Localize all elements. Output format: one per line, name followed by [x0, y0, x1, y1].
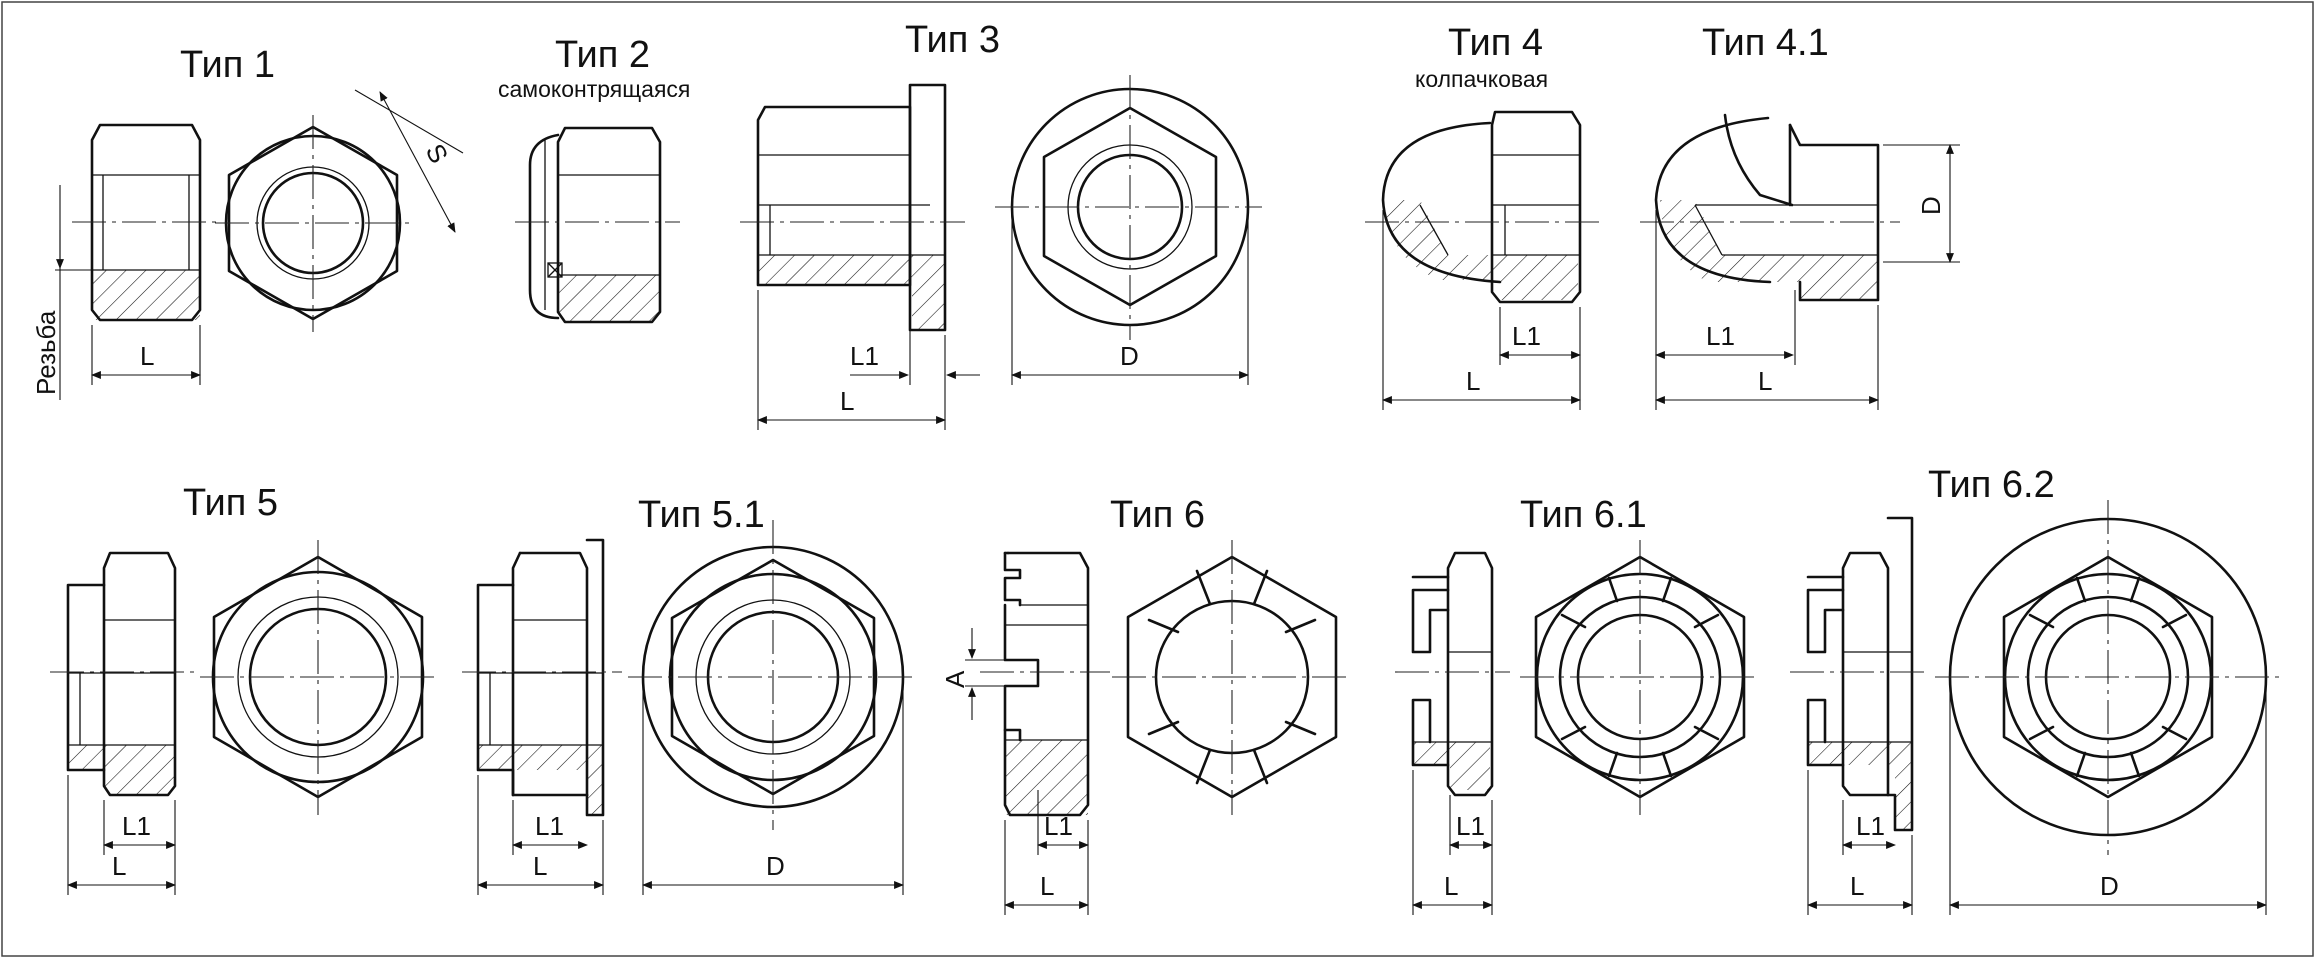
title-type-6: Тип 6: [1110, 494, 1205, 536]
title-type-5-1: Тип 5.1: [638, 494, 765, 536]
dim-thread-label: Резьба: [31, 310, 61, 395]
type-6-group: Тип 6: [940, 494, 1352, 915]
title-type-3: Тип 3: [905, 19, 1000, 61]
dim-l-type-6: L: [1040, 871, 1054, 901]
subtitle-type-2: самоконтрящаяся: [498, 76, 690, 102]
type-3-front-view: [995, 75, 1262, 340]
type-6-2-group: Тип 6.2: [1790, 464, 2282, 915]
dim-l1-type-6: L1: [1044, 811, 1073, 841]
dim-l1-type-6-1: L1: [1456, 811, 1485, 841]
type-4-dimensions: L L1: [1382, 210, 1581, 410]
title-type-5: Тип 5: [183, 482, 278, 524]
type-1-group: Тип 1 L Резьба: [31, 44, 464, 400]
dim-a-type-6: A: [940, 670, 970, 688]
type-3-dimensions: L L1 D: [757, 212, 1249, 430]
type-4-side-view: [1365, 110, 1600, 304]
title-type-2: Тип 2: [555, 34, 650, 76]
dim-d-type-5-1: D: [766, 851, 785, 881]
type-5-dimensions: L L1: [67, 775, 176, 895]
type-5-1-side-view: [462, 538, 622, 817]
dim-l-type-3: L: [840, 386, 854, 416]
type-6-1-dimensions: L L1: [1412, 770, 1493, 915]
type-6-1-front-view: [1520, 540, 1760, 815]
title-type-1: Тип 1: [180, 44, 275, 86]
type-6-side-view: [980, 551, 1110, 817]
dim-l-type-5: L: [112, 851, 126, 881]
dim-d-type-3: D: [1120, 341, 1139, 371]
dim-l-type-6-1: L: [1444, 871, 1458, 901]
type-4-1-group: Тип 4.1 L L1 D: [1640, 22, 1960, 410]
type-2-group: Тип 2 самоконтрящаяся: [498, 34, 690, 324]
dim-l1-type-5: L1: [122, 811, 151, 841]
title-type-6-1: Тип 6.1: [1520, 494, 1647, 536]
title-type-4-1: Тип 4.1: [1702, 22, 1829, 64]
type-6-2-front-view: [1935, 500, 2282, 855]
type-6-2-dimensions: L L1 D: [1807, 682, 2267, 915]
type-5-side-view: [50, 551, 195, 797]
title-type-6-2: Тип 6.2: [1928, 464, 2055, 506]
dim-l-type-1: L: [140, 341, 154, 371]
type-5-front-view: [200, 540, 438, 815]
type-6-front-view: [1112, 540, 1352, 815]
dim-l1-type-6-2: L1: [1856, 811, 1885, 841]
dim-l1-type-5-1: L1: [535, 811, 564, 841]
type-6-2-side-view: [1790, 516, 1930, 832]
dim-l-type-5-1: L: [533, 851, 547, 881]
dim-l1-type-4-1: L1: [1706, 321, 1735, 351]
type-6-1-group: Тип 6.1: [1395, 494, 1760, 915]
type-5-1-front-view: [628, 520, 918, 830]
type-4-1-side-view: [1640, 113, 1900, 302]
type-6-1-side-view: [1395, 551, 1510, 797]
dim-l-type-4-1: L: [1758, 366, 1772, 396]
type-4-group: Тип 4 колпачковая L L1: [1365, 22, 1600, 410]
type-4-1-dimensions: L L1 D: [1655, 144, 1960, 410]
type-3-side-view: [740, 83, 965, 332]
dim-l1-type-3: L1: [850, 341, 879, 371]
dim-l1-type-4: L1: [1512, 321, 1541, 351]
type-3-group: Тип 3 L L1: [740, 19, 1262, 430]
dim-s-type-1: S: [420, 139, 455, 168]
dim-l-type-4: L: [1466, 366, 1480, 396]
subtitle-type-4: колпачковая: [1415, 66, 1548, 92]
type-5-1-dimensions: L L1 D: [477, 682, 904, 895]
type-1-front-view: [215, 115, 415, 332]
dim-d-type-4-1: D: [1916, 196, 1946, 215]
type-6-dimensions: L L1 A: [940, 628, 1089, 915]
dim-d-type-6-2: D: [2100, 871, 2119, 901]
title-type-4: Тип 4: [1448, 22, 1543, 64]
type-1-dimensions: L Резьба S: [31, 89, 464, 400]
type-5-group: Тип 5 L L1: [50, 482, 438, 895]
type-2-side-view: [515, 126, 680, 324]
type-5-1-group: Тип 5.1 L: [462, 494, 918, 895]
type-1-side-view: [72, 123, 222, 322]
dim-l-type-6-2: L: [1850, 871, 1864, 901]
